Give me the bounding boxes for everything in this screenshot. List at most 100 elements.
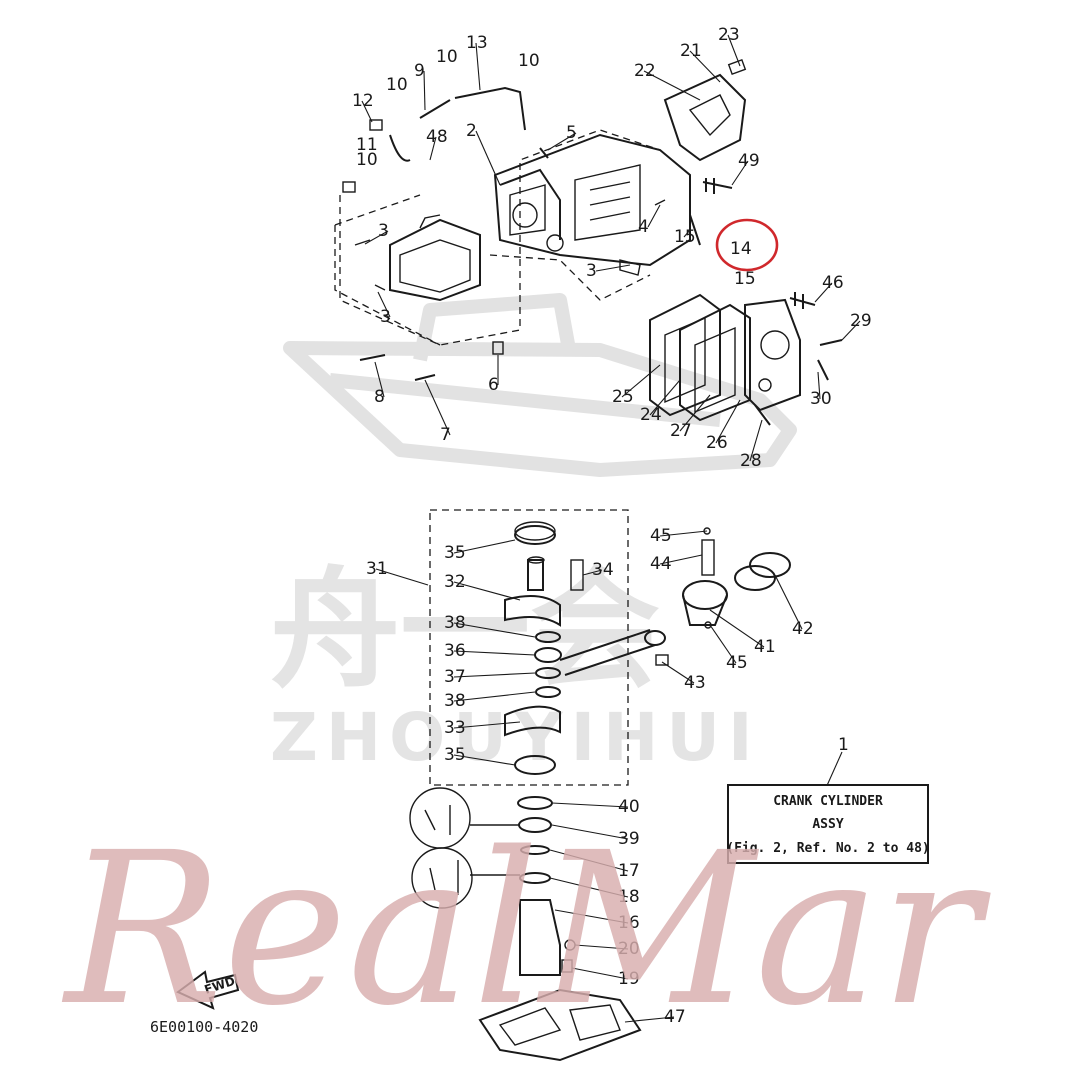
part-label-32: 32: [444, 572, 466, 592]
leader-line-18: [549, 877, 629, 898]
leader-line-49: [731, 160, 749, 186]
leader-line-4: [647, 204, 661, 228]
leader-line-30: [817, 371, 821, 400]
part-label-5: 5: [566, 123, 577, 143]
leader-line-44: [659, 554, 703, 565]
leader-line-38: [453, 691, 536, 702]
part-label-33: 33: [444, 718, 466, 738]
callout-number: 1: [838, 735, 849, 755]
part-label-42: 42: [792, 619, 814, 639]
part-label-44: 44: [650, 554, 672, 574]
part-label-17: 17: [618, 861, 640, 881]
leader-line-3: [364, 230, 389, 245]
leader-line-20: [574, 944, 629, 950]
part-label-9: 9: [414, 61, 425, 81]
brand-watermark-cn: 舟一会: [270, 554, 660, 706]
part-label-7: 7: [440, 425, 451, 445]
part-label-8: 8: [374, 387, 385, 407]
part-label-34: 34: [592, 560, 614, 580]
part-label-10: 10: [356, 150, 378, 170]
leader-line-35: [453, 539, 516, 554]
part-label-11: 11: [356, 135, 378, 155]
leader-line-47: [624, 1016, 675, 1023]
crankcase-half: [389, 214, 481, 302]
part-label-23: 23: [718, 25, 740, 45]
leader-line-43: [661, 661, 695, 684]
leader-line-12: [361, 100, 373, 123]
leader-line-40: [551, 802, 629, 808]
lower-seal-stack: [409, 787, 576, 976]
leader-line-45: [709, 624, 737, 664]
part-label-41: 41: [754, 637, 776, 657]
part-label-15: 15: [734, 269, 756, 289]
leader-line-17: [549, 849, 629, 872]
callout-leader: [824, 751, 843, 791]
leader-line-21: [689, 50, 721, 83]
part-label-21: 21: [680, 41, 702, 61]
callout-reference: (Fig. 2, Ref. No. 2 to 48): [726, 841, 930, 856]
leader-line-13: [475, 42, 481, 91]
part-label-26: 26: [706, 433, 728, 453]
part-label-19: 19: [618, 969, 640, 989]
leader-line-9: [423, 70, 426, 111]
part-label-10: 10: [436, 47, 458, 67]
part-label-12: 12: [352, 91, 374, 111]
leader-line-37: [453, 672, 536, 678]
leader-line-24: [649, 379, 681, 416]
cylinder-head-plates: [649, 293, 751, 422]
highlight-circle: [715, 218, 779, 272]
part-label-36: 36: [444, 641, 466, 661]
boat-logo-watermark: [283, 293, 797, 477]
leader-line-5: [547, 132, 577, 151]
part-label-10: 10: [518, 51, 540, 71]
part-label-48: 48: [426, 127, 448, 147]
diagram-code: 6E00100-4020: [150, 1018, 258, 1036]
callout-subtitle: ASSY: [812, 817, 843, 832]
leader-line-34: [582, 569, 603, 576]
leader-line-35: [453, 754, 516, 766]
part-label-29: 29: [850, 311, 872, 331]
leader-line-28: [749, 419, 763, 462]
part-label-37: 37: [444, 667, 466, 687]
part-label-highlighted: 14: [730, 239, 752, 259]
leader-line-27: [679, 394, 711, 432]
part-label-4: 4: [638, 217, 649, 237]
crankshaft: [504, 521, 666, 775]
leader-line-16: [554, 909, 629, 924]
part-label-35: 35: [444, 745, 466, 765]
part-label-24: 24: [640, 405, 662, 425]
part-label-35: 35: [444, 543, 466, 563]
part-label-3: 3: [378, 221, 389, 241]
part-label-40: 40: [618, 797, 640, 817]
part-label-3: 3: [380, 307, 391, 327]
part-label-22: 22: [634, 61, 656, 81]
leader-line-23: [727, 34, 741, 67]
part-label-13: 13: [466, 33, 488, 53]
piston-assembly: [655, 527, 791, 666]
part-label-3: 3: [586, 261, 597, 281]
part-label-28: 28: [740, 451, 762, 471]
upper-group-frame: [334, 129, 661, 346]
small-parts: [342, 59, 843, 426]
leader-line-45: [659, 530, 708, 537]
part-label-15: 15: [674, 227, 696, 247]
part-label-25: 25: [612, 387, 634, 407]
leader-line-15: [683, 229, 691, 238]
leader-line-29: [841, 320, 861, 341]
part-label-49: 49: [738, 151, 760, 171]
part-label-45: 45: [650, 526, 672, 546]
leader-line-33: [453, 721, 521, 729]
part-label-38: 38: [444, 691, 466, 711]
part-label-38: 38: [444, 613, 466, 633]
part-label-31: 31: [366, 559, 388, 579]
leader-line-2: [475, 130, 501, 186]
leader-line-3: [595, 264, 631, 272]
part-label-30: 30: [810, 389, 832, 409]
leader-line-41: [709, 609, 765, 648]
part-label-45: 45: [726, 653, 748, 673]
cylinder-head: [744, 298, 801, 412]
cylinder-block: [493, 133, 691, 267]
